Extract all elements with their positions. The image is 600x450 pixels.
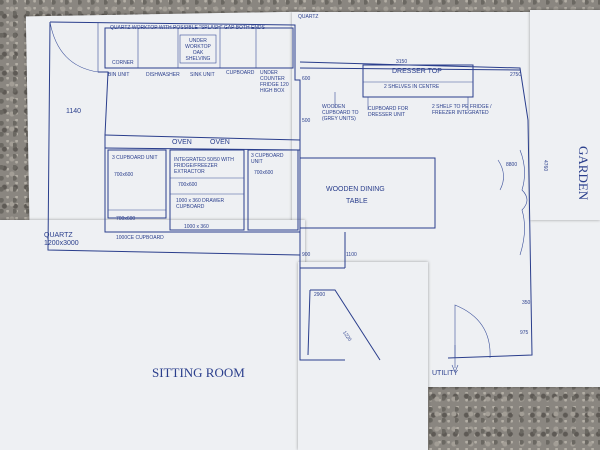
dimension-900: 900 xyxy=(302,252,311,258)
cupboard-mid-label: CUPBOARD FOR DRESSER UNIT xyxy=(368,106,409,118)
dimension-1100: 1100 xyxy=(346,252,357,258)
dresser-shelves-label: 2 SHELVES IN CENTRE xyxy=(384,84,440,90)
quartz-left-dimension: 1200x3000 xyxy=(44,240,79,247)
garden-label: GARDEN xyxy=(576,146,591,201)
dimension-975: 975 xyxy=(520,330,529,336)
worktop-note: QUARTZ WORKTOP WITH POSSIBLE "SPLASH" GA… xyxy=(110,25,265,31)
oven-right-label: OVEN xyxy=(210,139,230,146)
dimension-500: 500 xyxy=(302,118,311,124)
integrated-fridge-label: INTEGRATED 50/50 WITH FRIDGE/FREEZER EXT… xyxy=(174,157,234,175)
dishwasher-label: DISHWASHER xyxy=(146,72,180,78)
quartz-left-label: QUARTZ xyxy=(44,232,73,239)
dimension-600: 600 xyxy=(302,76,311,82)
dining-table-label: WOODEN DINING xyxy=(326,186,385,193)
oven-left-label: OVEN xyxy=(172,139,192,146)
under-worktop-unit-label: UNDER WORKTOP OAK SHELVING xyxy=(185,38,211,62)
sink-unit-label: SINK UNIT xyxy=(190,72,215,78)
cupboard-bottom-label: 1000CE CUPBOARD xyxy=(116,235,164,241)
paper-sheet-far-right xyxy=(530,10,600,220)
drawer-dimension: 1000 x 360 xyxy=(184,224,209,230)
dimension-4760: 4760 xyxy=(542,160,548,172)
dresser-dimension: 3150 xyxy=(396,59,408,65)
paper-sheet-bottom-left xyxy=(0,220,305,450)
corner-label: CORNER xyxy=(112,60,134,66)
wooden-cupboard-label: WOODEN CUPBOARD TO (GREY UNITS) xyxy=(322,104,359,122)
quartz-label-top-right: QUARTZ xyxy=(298,14,319,20)
drawer-cupboard-note: 1000 x 360 DRAWER CUPBOARD xyxy=(176,198,225,210)
tall-unit-right-label: 3 CUPBOARD UNIT xyxy=(251,153,284,165)
cupboard-top-label: CUPBOARD xyxy=(226,70,255,76)
dimension-2900: 2900 xyxy=(314,292,326,298)
integrated-fridge-dimension: 700x600 xyxy=(178,182,198,188)
sitting-room-label: SITTING ROOM xyxy=(152,365,245,380)
shelf-right-label: 2 SHELF TO PE FRIDGE / FREEZER INTEGRATE… xyxy=(432,104,492,116)
tall-unit-left-dimension: 700x600 xyxy=(114,172,134,178)
tall-unit-left-label: 3 CUPBOARD UNIT xyxy=(112,155,158,161)
bin-unit-label: BIN UNIT xyxy=(108,72,130,78)
dimension-1140: 1140 xyxy=(66,108,82,115)
dimension-8800: 8800 xyxy=(506,162,518,168)
paper-sheet-bottom-mid xyxy=(298,262,428,450)
cupboard-bottom-dimension: 700x600 xyxy=(116,216,136,222)
tall-unit-right-dimension: 700x600 xyxy=(254,170,274,176)
utility-label: UTILITY xyxy=(432,370,459,377)
dining-table-label-2: TABLE xyxy=(346,198,368,205)
under-counter-fridge-label: UNDER COUNTER FRIDGE 120 HIGH BOX xyxy=(260,70,289,94)
dimension-2750: 2750 xyxy=(510,72,522,78)
dresser-top-label: DRESSER TOP xyxy=(392,68,442,75)
dimension-350: 350 xyxy=(522,300,531,306)
